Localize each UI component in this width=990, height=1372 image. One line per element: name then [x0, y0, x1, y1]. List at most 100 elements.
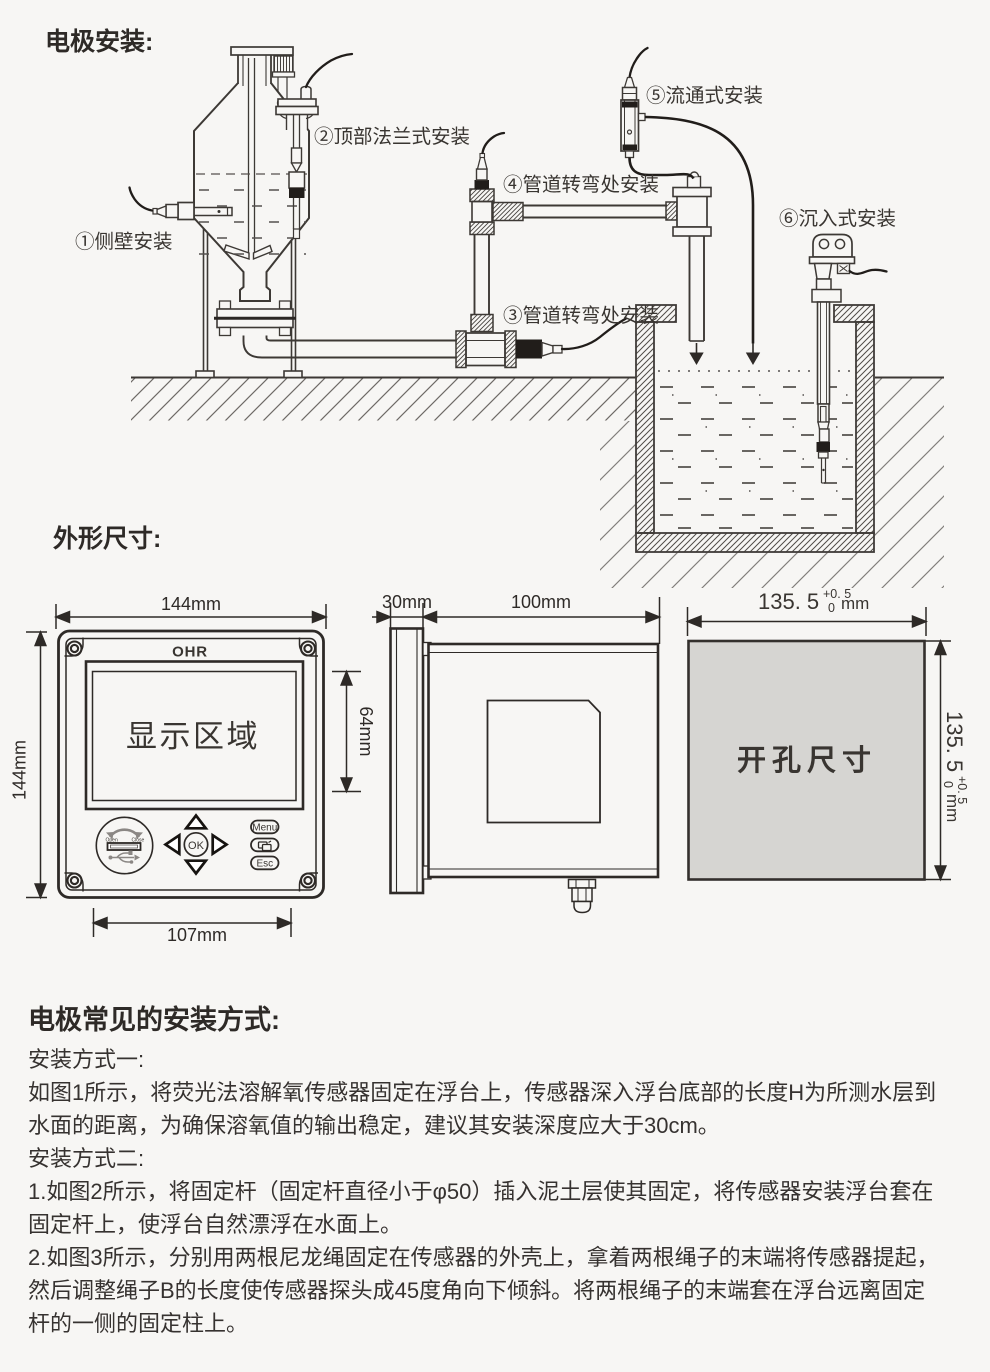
ground — [131, 376, 944, 588]
flow-arrow-2 — [745, 352, 761, 365]
pit-rim-right — [833, 304, 875, 323]
front-dimensions — [26, 604, 361, 937]
pipe-tee-low — [455, 313, 628, 369]
technical-drawing: ①侧壁安装 ②顶部法兰式安装 ③管道转弯处安装 ④管道转弯处安装 ⑤流通式安装 … — [10, 46, 969, 945]
flow-tee — [665, 171, 712, 342]
cutout-width-tol-lower: 0 — [828, 601, 835, 615]
riser-pipe — [469, 131, 667, 315]
display-area-label: 显示区域 — [126, 719, 260, 754]
diagram-labels: ①侧壁安装 ②顶部法兰式安装 ③管道转弯处安装 ④管道转弯处安装 ⑤流通式安装 … — [75, 85, 896, 327]
sensor6-cable — [848, 268, 888, 275]
flow-cell-inlet-stub — [624, 150, 635, 159]
esc-button — [250, 855, 280, 871]
method2-title: 安装方式二: — [28, 1146, 145, 1171]
ok-button-label: OK — [188, 840, 205, 852]
usb-knob: Open Close — [95, 816, 154, 875]
front-width-dim: 144mm — [161, 594, 221, 614]
method2-item2: 2.如图3所示，分别用两根尼龙绳固定在传感器的外壳上，拿着两根绳子的末端将传感器… — [28, 1245, 939, 1336]
sensor6-pole-top — [815, 278, 832, 291]
flow-cell-body — [620, 99, 640, 152]
water-pit — [635, 304, 875, 553]
front-view: OHR 显示区域 Open Close — [10, 594, 377, 945]
front-case-inner — [65, 637, 317, 891]
tee4-cap-bottom — [469, 221, 495, 236]
tank-top-plate — [230, 46, 294, 56]
cutout-width-tol-upper: +0. 5 — [823, 587, 851, 601]
display-area — [91, 670, 297, 802]
earth-hatch — [600, 378, 944, 588]
tank — [193, 46, 457, 379]
sensor6-plate — [808, 256, 856, 265]
usb-close-label: Close — [132, 838, 145, 844]
sensor5-cable — [628, 46, 649, 79]
cutout-dimensions — [686, 607, 951, 881]
sensor1-cable — [128, 186, 154, 212]
cutout-height-tol-upper: +0. 5 — [955, 776, 969, 804]
label-submersion: ⑥沉入式安装 — [779, 208, 896, 230]
sensor-submersion — [808, 233, 888, 484]
brand-logo: OHR — [172, 644, 208, 661]
ground-hatch-strip — [131, 378, 637, 421]
sensor-side-wall — [128, 186, 233, 221]
up-arrow-key — [183, 813, 209, 830]
label-top-flange: ②顶部法兰式安装 — [314, 126, 470, 148]
right-arrow-key — [211, 832, 229, 857]
sensor6-neck — [813, 262, 833, 280]
label-pipe-bend-high: ④管道转弯处安装 — [503, 174, 659, 196]
display-height-dim: 64mm — [356, 706, 376, 756]
tank-agitator — [223, 58, 273, 261]
sensor1-inner-tube — [193, 206, 233, 217]
cutout-width-unit: mm — [841, 594, 869, 613]
sensor2-probe-assembly — [288, 114, 306, 240]
cutout-height-value: 135. 5 — [942, 711, 967, 772]
sensor4-cable — [481, 131, 506, 155]
tee3-coupling-top — [470, 313, 494, 333]
tank-outlet-flange — [214, 300, 296, 337]
sensor2-cable — [304, 52, 354, 89]
cutout-square — [687, 639, 926, 881]
tank-vessel-outline — [193, 82, 310, 302]
arrow-keypad: OK — [163, 813, 229, 876]
sensor6-collar — [811, 288, 842, 303]
tee3-coupling-left — [455, 330, 467, 369]
sensor6-bracket — [812, 233, 853, 258]
print-icon — [257, 840, 272, 852]
tee3-body — [465, 332, 506, 367]
tank-legs — [195, 228, 303, 379]
side-view: 30mm 100mm — [372, 592, 661, 914]
tee4-body — [471, 200, 493, 223]
label-flow-through: ⑤流通式安装 — [646, 85, 763, 107]
sensor2-flange — [275, 98, 319, 120]
front-height-dim: 144mm — [10, 740, 30, 800]
cutout-width-value: 135. 5 — [758, 589, 819, 614]
sensor1-nut — [177, 201, 195, 221]
flow-tee-cap-top — [672, 186, 712, 198]
panel-cutout: 135. 5 +0. 5 0 mm 开孔尺寸 135. 5 +0. 5 0 mm — [686, 587, 969, 881]
flow-tee-body — [676, 195, 708, 228]
left-arrow-key — [163, 832, 181, 857]
methods-text-block: 安装方式一: 如图1所示，将荧光法溶解氧传感器固定在浮台上，传感器深入浮台底部的… — [28, 1043, 943, 1340]
cutout-height-tol-lower: 0 — [941, 781, 955, 788]
flow-cell-outlet-stub — [637, 112, 646, 122]
sensor3-cable — [560, 317, 628, 351]
method1-title: 安装方式一: — [28, 1047, 145, 1072]
flow-arrows — [689, 343, 761, 365]
methods-section-heading: 电极常见的安装方式: — [28, 1005, 280, 1035]
method2-item1: 1.如图2所示，将固定杆（固定杆直径小于φ50）插入泥土层使其固定，将传感器安装… — [28, 1179, 934, 1237]
sensor2-top-knob — [300, 85, 312, 99]
flow-arrow-1 — [689, 352, 704, 365]
sensor-top-flange — [275, 52, 354, 240]
flow-tee-coupling — [665, 201, 678, 221]
usb-open-label: Open — [106, 838, 118, 844]
menu-button — [250, 819, 280, 835]
sensor1-barrel — [165, 203, 179, 219]
ok-button — [183, 831, 209, 858]
tee4-side-coupling — [492, 201, 524, 222]
flow-cell-outlet-tube — [644, 115, 755, 344]
side-depth-dim: 100mm — [511, 592, 571, 612]
cable-gland — [567, 878, 597, 914]
sensor1-cone — [156, 204, 167, 219]
tee3-coupling-right — [504, 330, 517, 369]
sensor1-tip — [152, 207, 158, 215]
tank-neck — [237, 55, 272, 86]
